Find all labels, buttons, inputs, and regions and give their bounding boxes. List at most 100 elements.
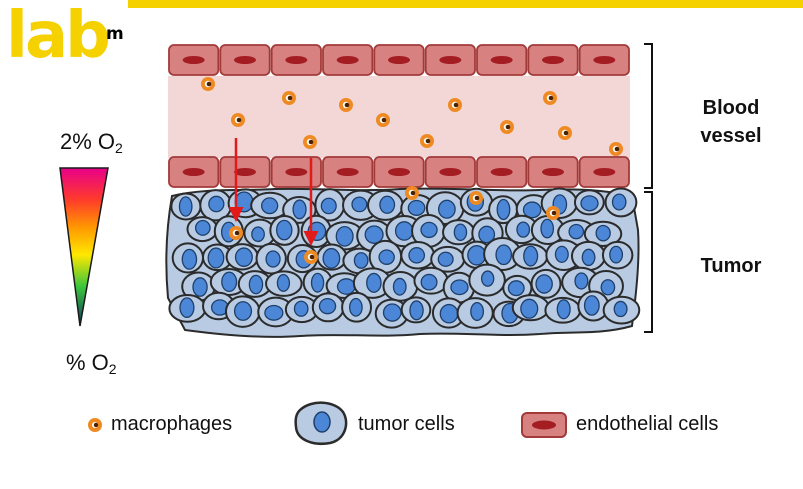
- macrophage: [231, 113, 245, 127]
- legend-macrophages-label: macrophages: [111, 413, 233, 435]
- endothelial-cell: [424, 156, 476, 188]
- legend-tumor-cells-label: tumor cells: [358, 413, 455, 435]
- endothelial-cell: [270, 44, 322, 76]
- endothelial-cell: [476, 44, 528, 76]
- macrophage: [609, 142, 623, 156]
- tumor-cell: [325, 221, 365, 251]
- legend-endothelial-cells-label: endothelial cells: [576, 413, 719, 435]
- tumor-cell: [573, 189, 605, 216]
- macrophage: [558, 126, 572, 140]
- endothelial-cell: [322, 44, 374, 76]
- endothelial-cell: [527, 156, 579, 188]
- endothelial-cell: [219, 44, 271, 76]
- tumor-cell: [411, 213, 446, 248]
- tumor-cell: [488, 195, 519, 225]
- macrophage: [339, 98, 353, 112]
- macrophages: [201, 77, 623, 264]
- tumor-cell: [601, 240, 634, 270]
- endothelial-cell-legend-icon: [521, 412, 567, 438]
- tumor-cell: [512, 243, 549, 270]
- oxygen-low-label: % O2: [66, 350, 117, 377]
- macrophage: [229, 226, 243, 240]
- endothelial-cell: [322, 156, 374, 188]
- tumor-cell: [314, 188, 346, 222]
- vessel-lumen: [168, 76, 630, 158]
- tumor-cell: [544, 296, 582, 324]
- tumor-cell: [284, 295, 319, 324]
- tumor-cell: [382, 271, 419, 302]
- tumor-cell: [468, 263, 506, 297]
- endothelial-cell: [373, 44, 425, 76]
- tumor-cell: [366, 189, 404, 221]
- tumor-cell: [570, 240, 606, 272]
- tumor-cell: [224, 295, 261, 328]
- tumor-cell: [269, 215, 300, 246]
- tumor-cell: [602, 295, 641, 325]
- macrophage: [201, 77, 215, 91]
- oxygen-gradient-triangle: [59, 167, 109, 327]
- macrophage: [546, 206, 560, 220]
- endothelial-cell: [476, 156, 528, 188]
- tumor-cell: [400, 296, 432, 324]
- tumor-cell: [265, 270, 303, 297]
- tumor-cell: [356, 219, 393, 253]
- macrophage: [420, 134, 434, 148]
- macrophage: [303, 135, 317, 149]
- tumor-cell: [186, 216, 219, 243]
- macrophage-legend-icon: [88, 418, 102, 432]
- tumor-cell: [311, 292, 345, 323]
- endothelial-cell: [578, 156, 630, 188]
- tumor-cell: [170, 192, 202, 221]
- tumor-cell: [604, 187, 638, 218]
- tumor-tissue: [165, 187, 641, 338]
- logo-wordmark: lab: [6, 0, 111, 73]
- tumor-cell: [201, 243, 233, 272]
- tumor-cell: [225, 243, 259, 271]
- macrophage: [304, 250, 318, 264]
- macrophage: [282, 91, 296, 105]
- endothelial-layer-top: [168, 44, 630, 76]
- tumor-cell: [442, 219, 476, 246]
- endothelial-cell: [219, 156, 271, 188]
- endothelial-cell: [270, 156, 322, 188]
- blood-vessel-bracket: [644, 43, 653, 189]
- tumor-cell: [282, 195, 317, 224]
- endothelial-cell: [168, 156, 220, 188]
- endothelial-cell: [168, 44, 220, 76]
- macrophage: [376, 113, 390, 127]
- tumor-cell: [341, 291, 373, 323]
- tumor-cell: [181, 271, 216, 302]
- oxygen-high-label: 2% O2: [60, 129, 123, 156]
- macrophage: [469, 191, 483, 205]
- tumor-cell: [511, 294, 550, 322]
- tumor-cell: [257, 296, 295, 328]
- tumor-cell: [430, 245, 466, 273]
- macrophage: [448, 98, 462, 112]
- macrophage: [405, 186, 419, 200]
- tumor-cells: [168, 187, 641, 329]
- endothelial-cell: [578, 44, 630, 76]
- endothelial-cell: [424, 44, 476, 76]
- tumor-cell: [456, 297, 494, 329]
- logo-superscript: m: [106, 24, 124, 44]
- macrophage: [500, 120, 514, 134]
- tumor-cell: [255, 242, 287, 275]
- accent-bar: [128, 0, 803, 8]
- macrophage: [543, 91, 557, 105]
- tumor-cell: [325, 272, 364, 299]
- tumor-cell: [237, 270, 272, 298]
- tumor-cell: [342, 247, 377, 275]
- tumor-cell: [171, 242, 205, 274]
- endothelial-cell: [527, 44, 579, 76]
- tumor-cell: [471, 217, 504, 250]
- tumor-bracket: [644, 191, 653, 333]
- tumor-cell-legend-icon: [294, 401, 348, 445]
- blood-vessel-label: Blood vessel: [700, 97, 762, 147]
- tumor-cell: [545, 239, 583, 271]
- tumor-cell: [583, 220, 623, 247]
- tumor-label: Tumor: [700, 255, 762, 277]
- endothelial-cell: [373, 156, 425, 188]
- tumor-cell: [400, 241, 436, 270]
